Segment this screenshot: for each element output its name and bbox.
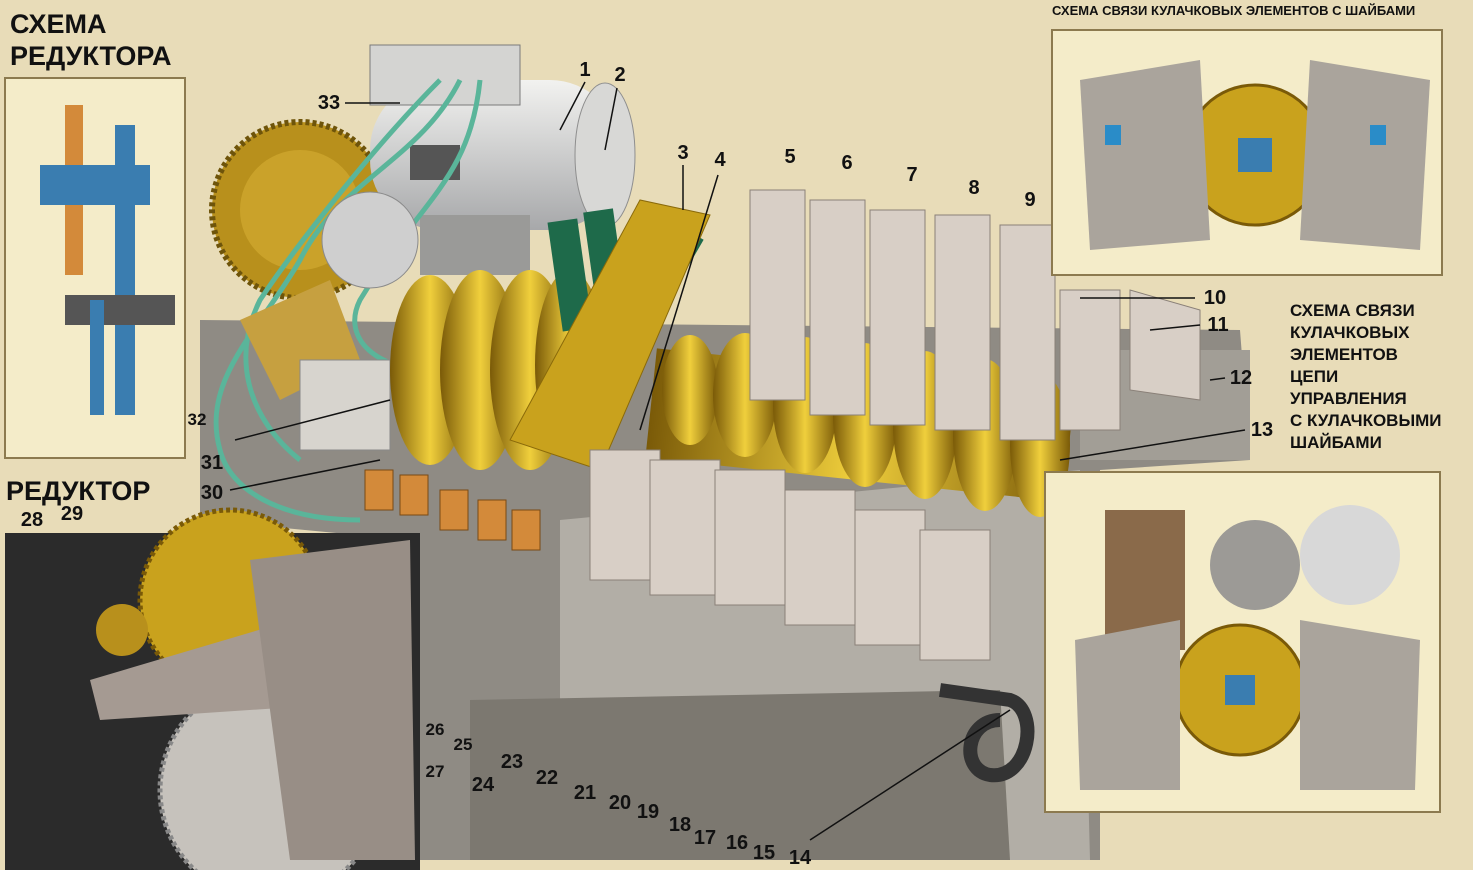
callout-10: 10	[1203, 287, 1227, 309]
reducer-title: РЕДУКТОР	[6, 476, 151, 506]
cam-washer-scheme-title: СХЕМА СВЯЗИ КУЛАЧКОВЫХ ЭЛЕМЕНТОВ С ШАЙБА…	[1052, 3, 1416, 18]
brass-bracket	[509, 199, 711, 471]
callout-14: 14	[788, 847, 812, 869]
callout-4: 4	[714, 149, 726, 171]
callout-21: 21	[573, 782, 597, 804]
callout-20: 20	[608, 792, 632, 814]
callout-1: 1	[579, 59, 591, 81]
upper-contact-elements	[749, 189, 1201, 441]
control-circuit-scheme-title: СХЕМА СВЯЗИ КУЛАЧКОВЫХ ЭЛЕМЕНТОВ ЦЕПИ УП…	[1290, 301, 1442, 452]
reducer-panel	[5, 507, 420, 870]
callout-27: 27	[425, 762, 445, 781]
callout-17: 17	[693, 827, 717, 849]
cam-washer-scheme-panel	[1051, 29, 1443, 276]
callout-31: 31	[200, 452, 224, 474]
callout-7: 7	[906, 164, 918, 186]
callout-15: 15	[752, 842, 776, 864]
pulley-disc	[321, 191, 419, 289]
callout-12: 12	[1229, 367, 1253, 389]
callout-6: 6	[841, 152, 853, 174]
terminal-blocks	[364, 469, 541, 551]
callout-11: 11	[1207, 314, 1229, 336]
callout-25: 25	[453, 735, 473, 754]
callout-19: 19	[636, 801, 660, 823]
terminal-board	[240, 280, 391, 451]
callout-leader-lines	[229, 81, 1246, 841]
callout-28: 28	[20, 509, 44, 531]
callout-32: 32	[187, 410, 207, 429]
callout-2: 2	[614, 64, 626, 86]
callout-3: 3	[677, 142, 689, 164]
lower-contact-elements	[589, 449, 991, 661]
reducer-scheme-title: СХЕМА РЕДУКТОРА	[10, 9, 172, 71]
callout-33: 33	[317, 92, 341, 114]
callout-23: 23	[500, 751, 524, 773]
callout-13: 13	[1250, 419, 1274, 441]
callout-18: 18	[668, 814, 692, 836]
callout-22: 22	[535, 767, 559, 789]
callout-9: 9	[1024, 189, 1036, 211]
callout-16: 16	[725, 832, 749, 854]
callout-30: 30	[200, 482, 224, 504]
callout-8: 8	[968, 177, 980, 199]
reducer-scheme-panel	[4, 77, 186, 459]
callout-5: 5	[784, 146, 796, 168]
callout-29: 29	[60, 503, 84, 525]
callout-24: 24	[471, 774, 495, 796]
callout-26: 26	[425, 720, 445, 739]
control-circuit-scheme-panel	[1044, 471, 1441, 813]
